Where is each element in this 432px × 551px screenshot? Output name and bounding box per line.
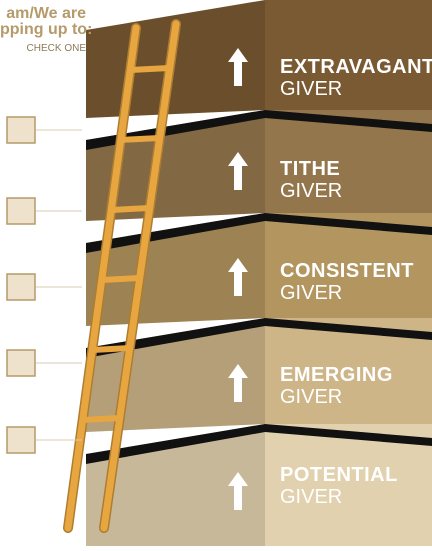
up-arrow-icon — [228, 48, 248, 86]
checkbox-box[interactable] — [6, 273, 36, 301]
tier-subtitle: GIVER — [280, 486, 343, 508]
up-arrow-icon — [228, 472, 248, 510]
instructions-header: am/We are pping up to: CHECK ONE — [0, 5, 93, 56]
checkbox-box[interactable] — [6, 426, 36, 454]
tier-label-extravagant: EXTRAVAGANT GIVER — [280, 56, 432, 100]
ladder-rung — [130, 65, 170, 73]
tier-checkbox-extravagant[interactable] — [6, 116, 82, 144]
tier-subtitle: GIVER — [280, 282, 343, 304]
tier-label-tithe: TITHE GIVER — [280, 158, 342, 202]
checkbox-box[interactable] — [6, 197, 36, 225]
checkbox-box[interactable] — [6, 349, 36, 377]
ladder-rung — [101, 275, 140, 283]
tier-seam — [86, 213, 432, 253]
tier-title: CONSISTENT — [280, 260, 414, 282]
checkbox-box[interactable] — [6, 116, 36, 144]
up-arrow-icon — [228, 152, 248, 190]
tier-label-consistent: CONSISTENT GIVER — [280, 260, 414, 304]
tier-block — [86, 110, 432, 221]
up-arrow-icon — [228, 258, 248, 296]
header-line-2: pping up to: — [0, 21, 93, 38]
tier-title: EXTRAVAGANT — [280, 56, 432, 78]
tier-checkbox-emerging[interactable] — [6, 349, 82, 377]
up-arrow-icon — [228, 364, 248, 402]
tier-seam — [86, 318, 432, 358]
ladder-rung — [120, 135, 160, 143]
tier-seam — [86, 424, 432, 464]
tier-block — [86, 424, 432, 551]
check-one-label: CHECK ONE — [26, 43, 86, 54]
tier-seam — [86, 110, 432, 150]
tier-title: POTENTIAL — [280, 464, 398, 486]
tier-title: EMERGING — [280, 364, 393, 386]
tier-checkbox-potential[interactable] — [6, 426, 82, 454]
header-line-1: am/We are — [6, 5, 86, 22]
tier-checkbox-consistent[interactable] — [6, 273, 82, 301]
tier-block — [86, 213, 432, 326]
tier-checkbox-tithe[interactable] — [6, 197, 82, 225]
ladder-rung — [82, 415, 120, 423]
ladder-rung — [92, 345, 130, 353]
ladder-right-rail — [100, 20, 180, 532]
tier-subtitle: GIVER — [280, 78, 343, 100]
tier-subtitle: GIVER — [280, 386, 343, 408]
tier-subtitle: GIVER — [280, 180, 343, 202]
tier-title: TITHE — [280, 158, 341, 180]
tier-label-potential: POTENTIAL GIVER — [280, 464, 398, 508]
ladder-rung — [111, 205, 150, 213]
tier-front-face — [265, 424, 432, 546]
tier-label-emerging: EMERGING GIVER — [280, 364, 393, 408]
tier-front-face — [265, 0, 432, 110]
